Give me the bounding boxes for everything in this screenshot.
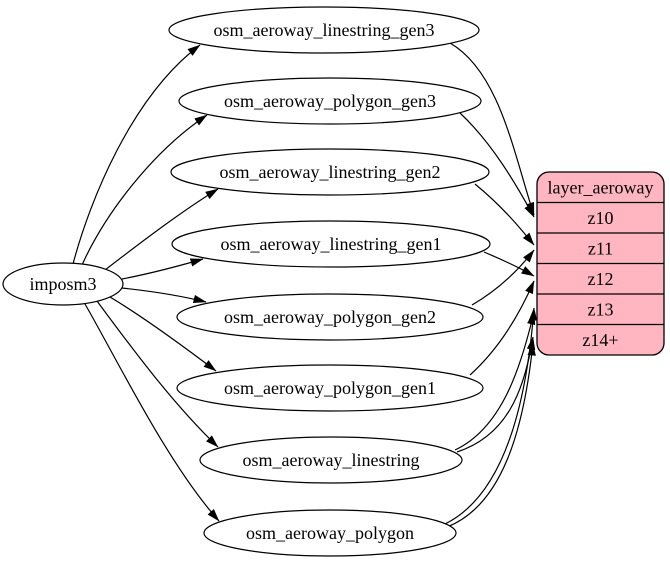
edges-layer bbox=[72, 42, 538, 528]
edge-imposm3-to-osm_aeroway_polygon_gen1 bbox=[109, 296, 217, 372]
edge-osm_aeroway_linestring_gen1-to-layer_aeroway:z12 bbox=[483, 251, 535, 277]
layer-row-z10: z10 bbox=[588, 208, 614, 228]
layer-title: layer_aeroway bbox=[548, 177, 654, 197]
edge-imposm3-to-osm_aeroway_linestring_gen2 bbox=[104, 188, 219, 271]
edge-imposm3-to-osm_aeroway_polygon bbox=[84, 303, 220, 522]
table-osm_aeroway_linestring-ellipse bbox=[199, 436, 463, 484]
edge-osm_aeroway_polygon_gen2-to-layer_aeroway:z11 bbox=[471, 249, 535, 306]
table-osm_aeroway_linestring_gen1-ellipse bbox=[171, 220, 491, 268]
source-imposm3-label: imposm3 bbox=[29, 274, 96, 294]
edge-imposm3-to-osm_aeroway_linestring_gen1 bbox=[121, 258, 204, 280]
table-osm_aeroway_polygon_gen3-label: osm_aeroway_polygon_gen3 bbox=[224, 91, 436, 111]
table-osm_aeroway_linestring-label: osm_aeroway_linestring bbox=[243, 450, 420, 470]
edge-osm_aeroway_linestring_gen3-to-layer_aeroway:z10 bbox=[449, 42, 535, 216]
node-osm_aeroway_linestring_gen2: osm_aeroway_linestring_gen2 bbox=[170, 148, 490, 196]
node-osm_aeroway_polygon: osm_aeroway_polygon bbox=[203, 509, 457, 557]
table-osm_aeroway_linestring_gen2-ellipse bbox=[170, 148, 490, 196]
edge-osm_aeroway_linestring-to-layer_aeroway:z13 bbox=[454, 311, 536, 451]
table-osm_aeroway_linestring_gen3-label: osm_aeroway_linestring_gen3 bbox=[214, 20, 435, 40]
node-osm_aeroway_polygon_gen1: osm_aeroway_polygon_gen1 bbox=[176, 364, 484, 412]
layer-row-z12: z12 bbox=[588, 269, 614, 289]
layer-row-z13: z13 bbox=[588, 299, 614, 319]
table-osm_aeroway_polygon-ellipse bbox=[203, 509, 457, 557]
edge-osm_aeroway_polygon_gen1-to-layer_aeroway:z12 bbox=[469, 280, 535, 376]
table-osm_aeroway_polygon_gen2-label: osm_aeroway_polygon_gen2 bbox=[224, 307, 436, 327]
table-osm_aeroway_polygon_gen3-ellipse bbox=[178, 77, 482, 125]
edge-imposm3-to-osm_aeroway_polygon_gen3 bbox=[81, 114, 208, 266]
node-osm_aeroway_polygon_gen2: osm_aeroway_polygon_gen2 bbox=[176, 293, 484, 341]
nodes-layer: imposm3 osm_aeroway_linestring_gen3 osm_ae… bbox=[2, 6, 665, 557]
table-osm_aeroway_linestring_gen2-label: osm_aeroway_linestring_gen2 bbox=[220, 162, 441, 182]
node-osm_aeroway_linestring_gen3: osm_aeroway_linestring_gen3 bbox=[168, 6, 480, 54]
node-imposm3: imposm3 bbox=[2, 262, 124, 306]
layer-row-z11: z11 bbox=[588, 238, 613, 258]
edge-osm_aeroway_polygon_gen3-to-layer_aeroway:z10 bbox=[459, 112, 535, 218]
node-osm_aeroway_polygon_gen3: osm_aeroway_polygon_gen3 bbox=[178, 77, 482, 125]
edge-osm_aeroway_linestring_gen2-to-layer_aeroway:z11 bbox=[474, 183, 535, 246]
table-osm_aeroway_polygon_gen2-ellipse bbox=[176, 293, 484, 341]
record-layer_aeroway: layer_aeroway z10 z11 z12 z13 z14+ bbox=[536, 171, 665, 356]
edge-imposm3-to-osm_aeroway_linestring_gen3 bbox=[72, 44, 201, 265]
edge-imposm3-to-osm_aeroway_polygon_gen2 bbox=[121, 287, 207, 304]
table-osm_aeroway_polygon_gen1-ellipse bbox=[176, 364, 484, 412]
table-osm_aeroway_linestring_gen1-label: osm_aeroway_linestring_gen1 bbox=[221, 234, 442, 254]
table-osm_aeroway_polygon_gen1-label: osm_aeroway_polygon_gen1 bbox=[224, 378, 436, 398]
table-osm_aeroway_polygon-label: osm_aeroway_polygon bbox=[246, 523, 414, 543]
edge-osm_aeroway_polygon-to-layer_aeroway:z14+ bbox=[446, 342, 536, 528]
table-osm_aeroway_linestring_gen3-ellipse bbox=[168, 6, 480, 54]
node-osm_aeroway_linestring: osm_aeroway_linestring bbox=[199, 436, 463, 484]
edge-imposm3-to-osm_aeroway_linestring bbox=[96, 300, 219, 448]
node-osm_aeroway_linestring_gen1: osm_aeroway_linestring_gen1 bbox=[171, 220, 491, 268]
layer-row-z14+: z14+ bbox=[582, 330, 618, 350]
source-imposm3-ellipse bbox=[2, 262, 124, 306]
